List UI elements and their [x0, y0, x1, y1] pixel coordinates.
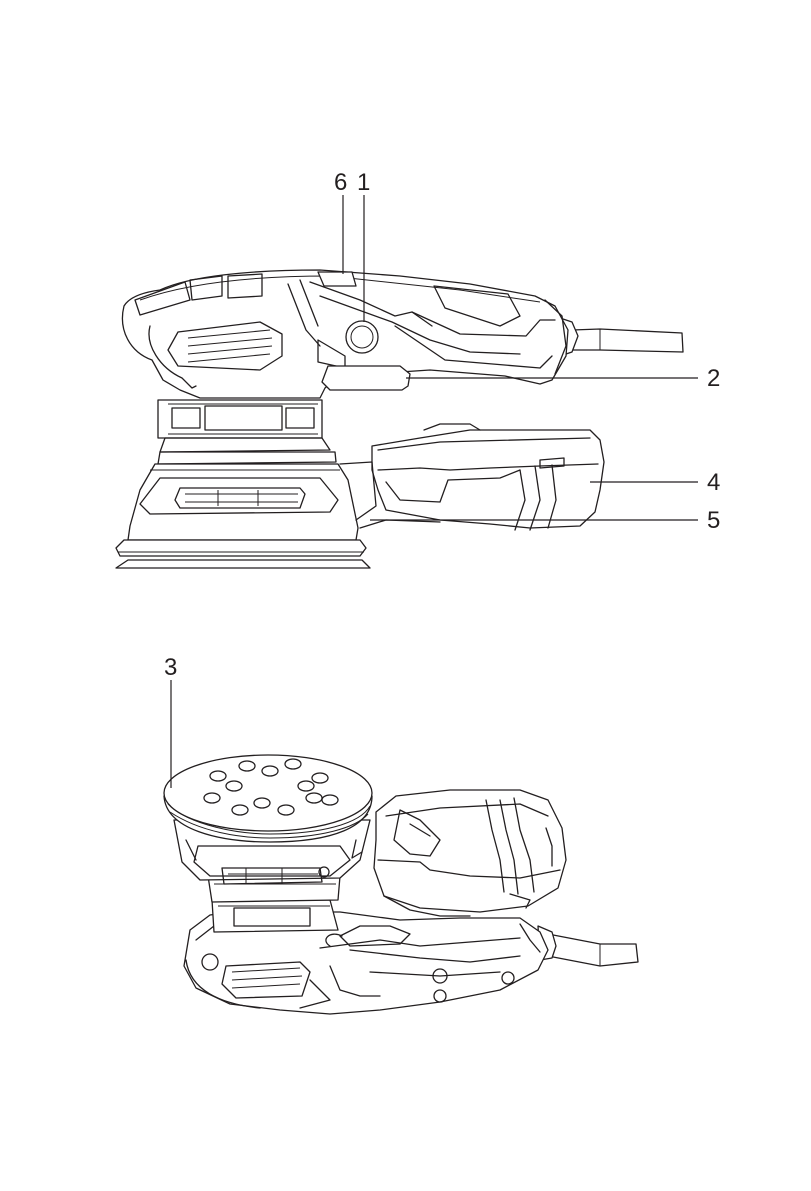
collar-ring — [158, 400, 336, 464]
callout-1: 1 — [357, 169, 370, 196]
dust-box — [372, 424, 604, 530]
handle-body — [122, 270, 568, 398]
sander-bottom-view: 3 — [164, 654, 638, 1014]
hook-loop-pad — [164, 755, 372, 842]
callout-3: 3 — [164, 654, 177, 681]
sanding-pad — [116, 540, 370, 568]
callout-2: 2 — [707, 365, 720, 392]
callout-5: 5 — [707, 507, 720, 534]
power-cord-bottom — [538, 926, 638, 966]
power-cord — [560, 318, 683, 356]
sander-side-view: 6 1 2 4 5 — [116, 169, 720, 568]
callout-6: 6 — [334, 169, 347, 196]
callout-4: 4 — [707, 469, 720, 496]
dust-box-bottom — [374, 790, 566, 916]
